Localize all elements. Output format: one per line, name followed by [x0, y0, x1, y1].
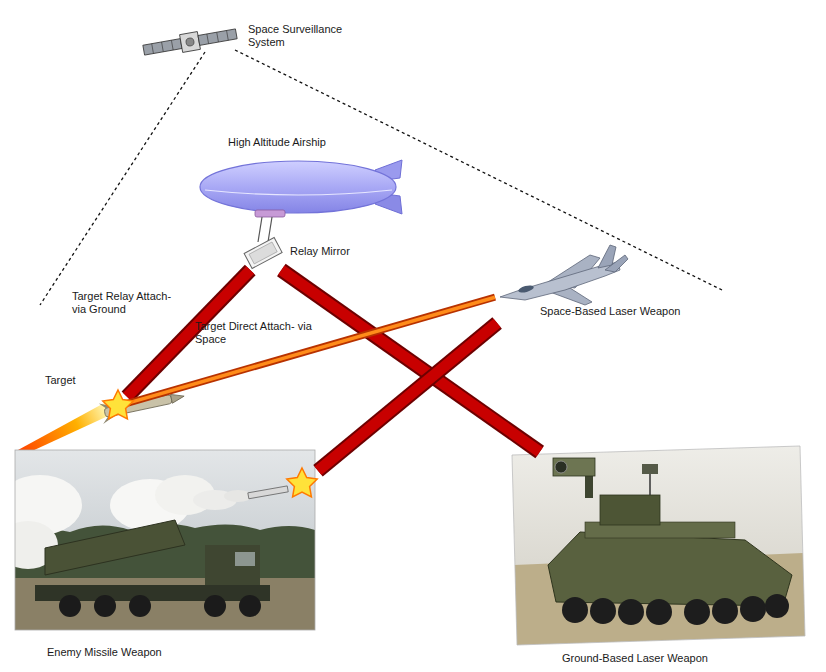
photo-sky — [512, 446, 805, 645]
panel-grid — [171, 40, 173, 50]
beam-stroke — [318, 323, 497, 471]
sensor-head — [642, 464, 658, 474]
wheel — [59, 595, 81, 617]
wheel — [618, 599, 644, 625]
figure-node: Target — [42, 372, 127, 420]
figure-node: Relay Mirror — [240, 236, 375, 270]
jet-fin — [605, 255, 628, 272]
truck-window — [235, 552, 255, 566]
satellite-dish — [185, 37, 194, 46]
laser-beam — [127, 270, 250, 397]
beam-stroke — [281, 270, 539, 452]
beam-label: Target Relay Attach- via Ground — [72, 290, 184, 316]
panel-grid — [162, 42, 164, 52]
launcher-box — [45, 520, 185, 575]
laser-weapon — [553, 458, 595, 476]
figure-node: Ground-Based Laser Weapon — [505, 452, 810, 667]
wheel — [94, 595, 116, 617]
sensor-mast — [649, 472, 651, 495]
wheel — [684, 599, 710, 625]
wheel — [590, 598, 616, 624]
panel-grid — [152, 44, 154, 54]
truck-cab — [205, 545, 260, 590]
beam-label: Target Direct Attach- via Space — [195, 320, 313, 346]
jet-icon — [500, 245, 628, 305]
rocket-flame — [18, 402, 108, 452]
solar-panel — [143, 39, 182, 55]
wheel — [712, 598, 738, 624]
satellite-body — [180, 32, 201, 53]
laser-beam — [281, 270, 539, 452]
mirror-frame — [244, 237, 282, 268]
surveillance-line — [40, 52, 205, 305]
figure-node: Space-Based Laser Weapon — [495, 245, 705, 323]
panel-grid — [207, 34, 209, 44]
solar-panel — [198, 29, 237, 45]
figure-node: High Altitude Airship — [195, 134, 405, 218]
explosion — [287, 468, 317, 497]
smoke — [224, 490, 252, 502]
relay-mirror-icon — [244, 237, 282, 268]
photo-ground — [15, 578, 315, 630]
figure-label: Ground-Based Laser Weapon — [562, 652, 708, 665]
jet-cockpit — [517, 284, 534, 294]
satellite-icon — [142, 25, 238, 59]
jet-fuselage — [500, 262, 620, 300]
mirror-strut — [258, 217, 262, 242]
figure-node: Enemy Missile Weapon — [12, 448, 318, 668]
vehicle-hull — [548, 532, 792, 606]
mirror-strut — [268, 217, 272, 242]
wheel — [239, 595, 261, 617]
panel-grid — [217, 32, 219, 42]
laser-beam — [127, 297, 495, 403]
panel-grid — [227, 30, 229, 40]
missile-body — [248, 486, 288, 499]
wheel — [204, 595, 226, 617]
launcher-photo — [15, 450, 315, 630]
wheel — [129, 595, 151, 617]
explosion — [103, 390, 133, 419]
laser-beam — [318, 323, 497, 471]
laser-mount — [585, 474, 593, 498]
wheel — [562, 597, 588, 623]
mirror-surface — [249, 242, 277, 264]
wheel — [765, 594, 789, 618]
airship-stripe — [205, 190, 392, 195]
photo-sky — [15, 450, 315, 630]
beam-stroke — [318, 323, 497, 471]
flying-missile — [248, 486, 288, 499]
photo-frame — [15, 450, 315, 630]
laser-lens — [555, 461, 567, 473]
figure-label: Relay Mirror — [290, 245, 350, 258]
airship-gondola — [255, 210, 285, 217]
figure-label: Space-Based Laser Weapon — [540, 305, 680, 318]
figure-label: Enemy Missile Weapon — [47, 646, 162, 659]
wheel — [646, 599, 672, 625]
figure-label: Space Surveillance System — [248, 23, 360, 49]
airship-envelope — [200, 161, 396, 213]
figure-node: Space Surveillance System — [140, 15, 380, 65]
beam-stroke — [281, 270, 539, 452]
vehicle-photo — [512, 446, 805, 645]
photo-frame — [512, 446, 805, 645]
figure-label: Target — [45, 374, 76, 387]
beam-stroke — [127, 270, 250, 397]
beam-stroke — [127, 270, 250, 397]
figure-label: High Altitude Airship — [228, 136, 326, 149]
beam-stroke — [127, 297, 495, 403]
wheel — [740, 596, 766, 622]
beam-stroke — [127, 297, 495, 403]
vehicle-turret — [600, 495, 660, 525]
